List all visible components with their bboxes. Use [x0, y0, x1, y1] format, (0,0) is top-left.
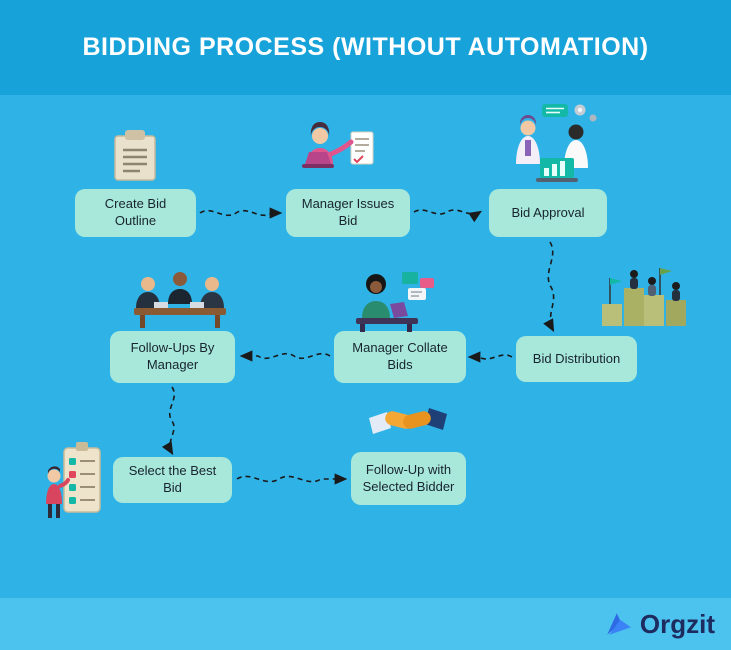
brand-logo: Orgzit	[605, 609, 715, 640]
meeting-illustration	[134, 272, 226, 328]
arrow-distribution-to-collate	[467, 351, 513, 363]
node-bid-distribution: Bid Distribution	[516, 336, 637, 382]
arrow-collate-to-followups	[239, 350, 331, 362]
select-best-bid-illustration	[46, 442, 101, 518]
brand-name: Orgzit	[639, 608, 715, 639]
arrow-issues-to-approval	[413, 209, 483, 223]
node-manager-collate-bids: Manager Collate Bids	[334, 331, 466, 383]
manager-issues-bid-illustration	[302, 122, 374, 168]
arrow-create-to-issues	[199, 207, 283, 219]
bid-distribution-illustration	[602, 268, 686, 326]
notepad-illustration	[114, 130, 156, 181]
node-follow-ups-by-manager: Follow-Ups By Manager	[110, 331, 235, 383]
footer-band: Orgzit	[0, 598, 731, 650]
node-manager-issues-bid: Manager Issues Bid	[286, 189, 410, 237]
node-select-the-best-bid: Select the Best Bid	[113, 457, 232, 503]
arrow-followups-to-select	[161, 386, 176, 456]
page-title: BIDDING PROCESS (WITHOUT AUTOMATION)	[82, 33, 649, 61]
manager-collate-bids-illustration	[356, 272, 434, 332]
node-create-bid-outline: Create Bid Outline	[75, 189, 196, 237]
node-bid-approval: Bid Approval	[489, 189, 607, 237]
orgzit-logo-icon	[607, 613, 631, 635]
arrow-approval-to-distribution	[543, 241, 555, 333]
handshake-illustration	[369, 408, 447, 434]
bid-approval-illustration	[516, 104, 597, 182]
node-follow-up-with-selected-bidder: Follow-Up with Selected Bidder	[351, 452, 466, 505]
header-band: BIDDING PROCESS (WITHOUT AUTOMATION)	[0, 0, 731, 95]
arrow-select-to-followup-bidder	[236, 473, 348, 485]
